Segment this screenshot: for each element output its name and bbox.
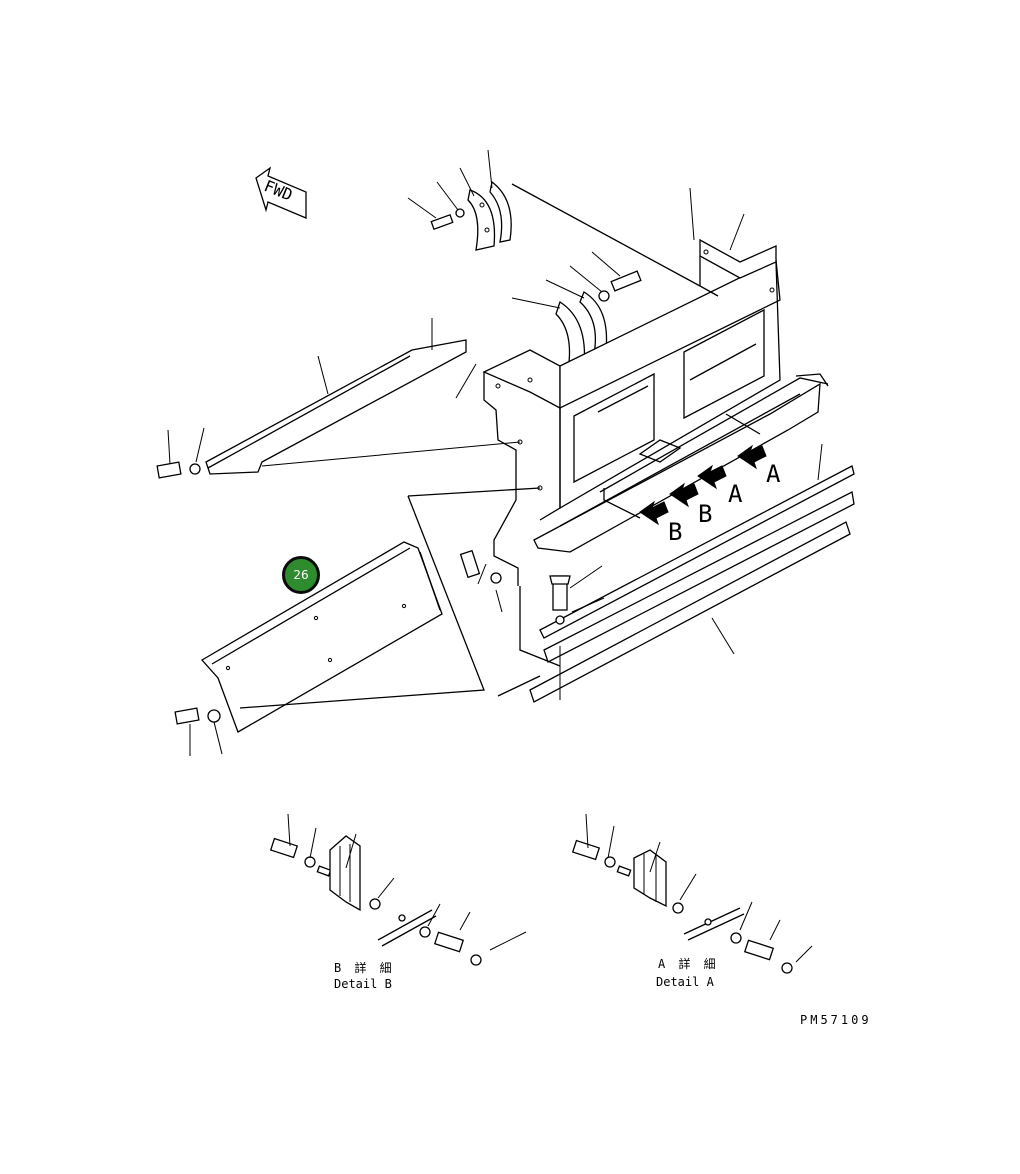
part-callout-26[interactable]: 26 [282, 556, 320, 594]
arrow-b-lower-icon [639, 500, 669, 526]
callout-number: 26 [293, 568, 309, 582]
detail-b-title-en: Detail B [334, 977, 392, 991]
floor-plate[interactable] [174, 487, 541, 756]
fwd-label: FWD [261, 176, 295, 204]
detail-a-title-jp: A 詳 細 [658, 956, 719, 971]
detail-b-drawing [269, 813, 527, 966]
arrow-a-upper-icon [737, 444, 767, 470]
detail-b-title-jp: B 詳 細 [334, 960, 395, 975]
arrow-label-b-lower: B [668, 518, 682, 546]
main-frame [482, 183, 781, 586]
middle-bracket-assembly [511, 251, 642, 371]
top-bracket-assembly [407, 149, 512, 251]
linkage-rods [533, 373, 829, 553]
arrow-label-b-upper: B [698, 500, 712, 528]
detail-a-title-en: Detail A [656, 975, 715, 989]
arrow-a-lower-icon [669, 482, 699, 508]
side-rails [459, 443, 855, 703]
arrow-label-a-upper: A [766, 460, 781, 488]
arrow-label-a-lower: A [728, 480, 743, 508]
rail-bar [156, 318, 521, 479]
detail-a-drawing [571, 813, 813, 974]
fwd-arrow-icon: FWD [255, 166, 307, 219]
arrow-b-upper-icon [697, 464, 727, 490]
drawing-code: PM57109 [800, 1013, 872, 1027]
